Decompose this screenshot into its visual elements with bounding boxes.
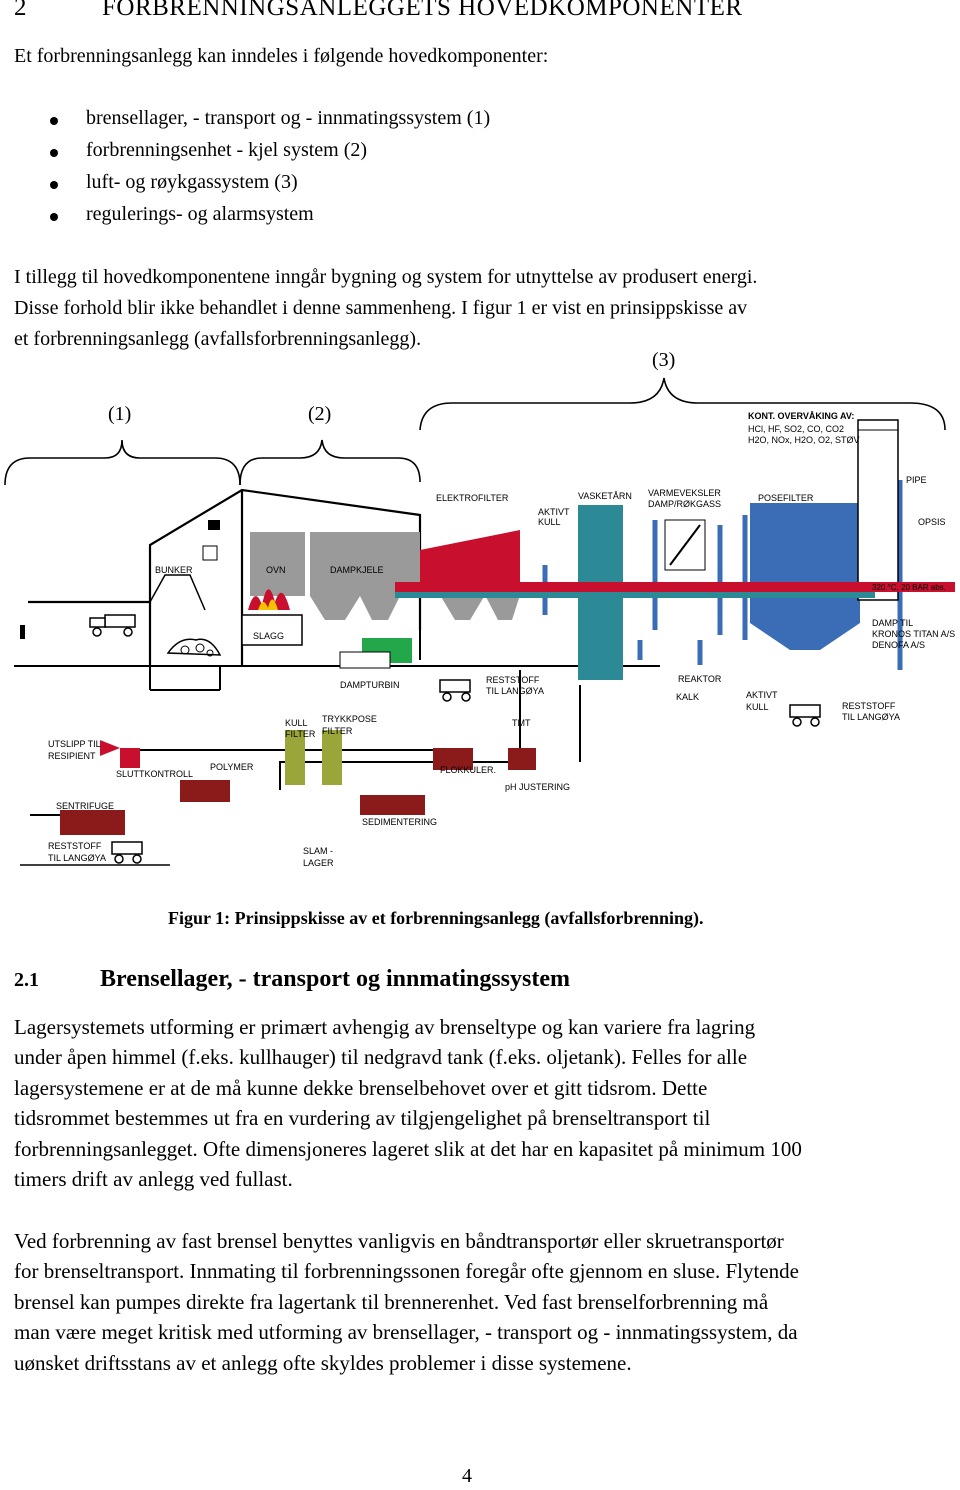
label-dampkjele: DAMPKJELE — [330, 565, 384, 575]
bullet-icon — [50, 181, 58, 189]
bullet-item: luft- og røykgassystem (3) — [50, 171, 650, 195]
truck-icon — [89, 614, 136, 637]
figure-caption: Figur 1: Prinsippskisse av et forbrennin… — [168, 908, 704, 928]
label-langoya2: TIL LANGØYA — [842, 712, 900, 722]
subsection-number: 2.1 — [14, 969, 39, 991]
subsection-heading: 2.1 Brensellager, - transport og innmatin… — [14, 966, 570, 993]
label-vasketarn: VASKETÅRN — [578, 491, 632, 501]
subsection-title: Brensellager, - transport og innmatingss… — [100, 966, 570, 992]
label-reaktor: REAKTOR — [678, 674, 722, 684]
label-tmt: TMT — [512, 718, 531, 728]
section-number: 2 — [14, 0, 27, 21]
bracket-label-3: (3) — [652, 349, 676, 371]
page-number: 4 — [462, 1465, 472, 1487]
section-title: FORBRENNINGSANLEGGETS HOVEDKOMPONENTER — [102, 0, 743, 21]
label-ph: pH JUSTERING — [505, 782, 570, 792]
label-elektrofilter: ELEKTROFILTER — [436, 493, 509, 503]
label-kull: KULL — [538, 517, 561, 527]
label-dampturbin: DAMPTURBIN — [340, 680, 400, 690]
label-opsis: OPSIS — [918, 517, 946, 527]
label-kronos: KRONOS TITAN A/S — [872, 629, 955, 639]
label-bunker: BUNKER — [155, 565, 193, 575]
paragraph-line: uønsket driftsstans av et anlegg ofte sk… — [14, 1351, 632, 1375]
label-filter: FILTER — [285, 729, 316, 739]
label-sentrifuge: SENTRIFUGE — [56, 801, 114, 811]
label-langoya1: TIL LANGØYA — [486, 686, 544, 696]
label-slagg: SLAGG — [253, 631, 284, 641]
label-kont3: H2O, NOx, H2O, O2, STØV — [748, 435, 860, 445]
label-kull-2: KULL — [746, 702, 769, 712]
bracket-label-1: (1) — [108, 403, 132, 425]
bullet-item: regulerings- og alarmsystem — [50, 203, 650, 227]
paragraph-line: lagersystemene er at de må kunne dekke b… — [14, 1076, 708, 1100]
bracket-braces — [4, 377, 946, 486]
label-utslipp: UTSLIPP TIL — [48, 739, 101, 749]
paragraph-line: forbrenningsanlegget. Ofte dimensjoneres… — [14, 1137, 802, 1161]
label-denofa: DENOFA A/S — [872, 640, 925, 650]
label-varmeveksler: VARMEVEKSLER — [648, 488, 721, 498]
paragraph-line: Lagersystemets utforming er primært avhe… — [14, 1015, 756, 1039]
truck-icon — [111, 841, 143, 864]
label-slam: SLAM - — [303, 846, 333, 856]
paragraph-line: for brenseltransport. Innmating til forb… — [14, 1259, 799, 1283]
label-reststoff2: RESTSTOFF — [842, 701, 896, 711]
label-damp-til: DAMP TIL — [872, 618, 913, 628]
paragraph-line: I tillegg til hovedkomponentene inngår b… — [14, 266, 758, 288]
paragraph-line: Disse forhold blir ikke behandlet i denn… — [14, 297, 748, 319]
bullet-icon — [50, 117, 58, 125]
label-reststoff3: RESTSTOFF — [48, 841, 102, 851]
section-heading: 2 FORBRENNINGSANLEGGETS HOVEDKOMPONENTER — [14, 0, 743, 22]
intro-text: Et forbrenningsanlegg kan inndeles i føl… — [14, 45, 549, 67]
label-damp-rokgass: DAMP/RØKGASS — [648, 499, 721, 509]
bullet-item: brensellager, - transport og - innmating… — [50, 107, 650, 131]
bullet-icon — [50, 149, 58, 157]
paragraph-line: brensel kan pumpes direkte fra lagertank… — [14, 1290, 769, 1314]
label-aktivt-2: AKTIVT — [746, 690, 778, 700]
flame-icon — [248, 589, 290, 610]
label-trykkpose-filter: FILTER — [322, 726, 353, 736]
paragraph-line: Ved forbrenning av fast brensel benyttes… — [14, 1229, 784, 1253]
paragraph-line: et forbrenningsanlegg (avfallsforbrennin… — [14, 328, 422, 350]
label-lager: LAGER — [303, 858, 334, 868]
truck-icon — [789, 704, 821, 727]
label-reststoff1: RESTSTOFF — [486, 675, 540, 685]
paragraph-line: man være meget kritisk med utforming av … — [14, 1320, 798, 1344]
label-polymer: POLYMER — [210, 762, 254, 772]
paragraph-line: under åpen himmel (f.eks. kullhauger) ti… — [14, 1045, 748, 1069]
label-trykkpose: TRYKKPOSE — [322, 714, 377, 724]
label-flokkuler: FLOKKULER. — [440, 765, 496, 775]
paragraph-line: timers drift av anlegg ved fullast. — [14, 1167, 293, 1191]
label-aktivt: AKTIVT — [538, 507, 570, 517]
bracket-label-2: (2) — [308, 403, 332, 425]
incineration-plant-diagram: KONT. OVERVÅKING AV: HCl, HF, SO2, CO, C… — [4, 377, 955, 868]
label-sluttkontroll: SLUTTKONTROLL — [116, 769, 193, 779]
label-posefilter: POSEFILTER — [758, 493, 814, 503]
truck-icon — [439, 679, 471, 702]
bullet-icon — [50, 213, 58, 221]
label-kont2: HCl, HF, SO2, CO, CO2 — [748, 424, 844, 434]
label-sedimentering: SEDIMENTERING — [362, 817, 437, 827]
label-bar: 320 °C, 20 BAR abs. — [872, 583, 946, 592]
label-langoya3: TIL LANGØYA — [48, 853, 106, 863]
label-kull-filter: KULL — [285, 718, 308, 728]
paragraph-line: tidsrommet bestemmes ut fra en vurdering… — [14, 1106, 711, 1130]
label-kalk: KALK — [676, 692, 699, 702]
bullet-item: forbrenningsenhet - kjel system (2) — [50, 139, 650, 163]
label-ovn: OVN — [266, 565, 286, 575]
label-resipient: RESIPIENT — [48, 751, 96, 761]
label-kont: KONT. OVERVÅKING AV: — [748, 411, 854, 421]
label-pipe: PIPE — [906, 475, 927, 485]
